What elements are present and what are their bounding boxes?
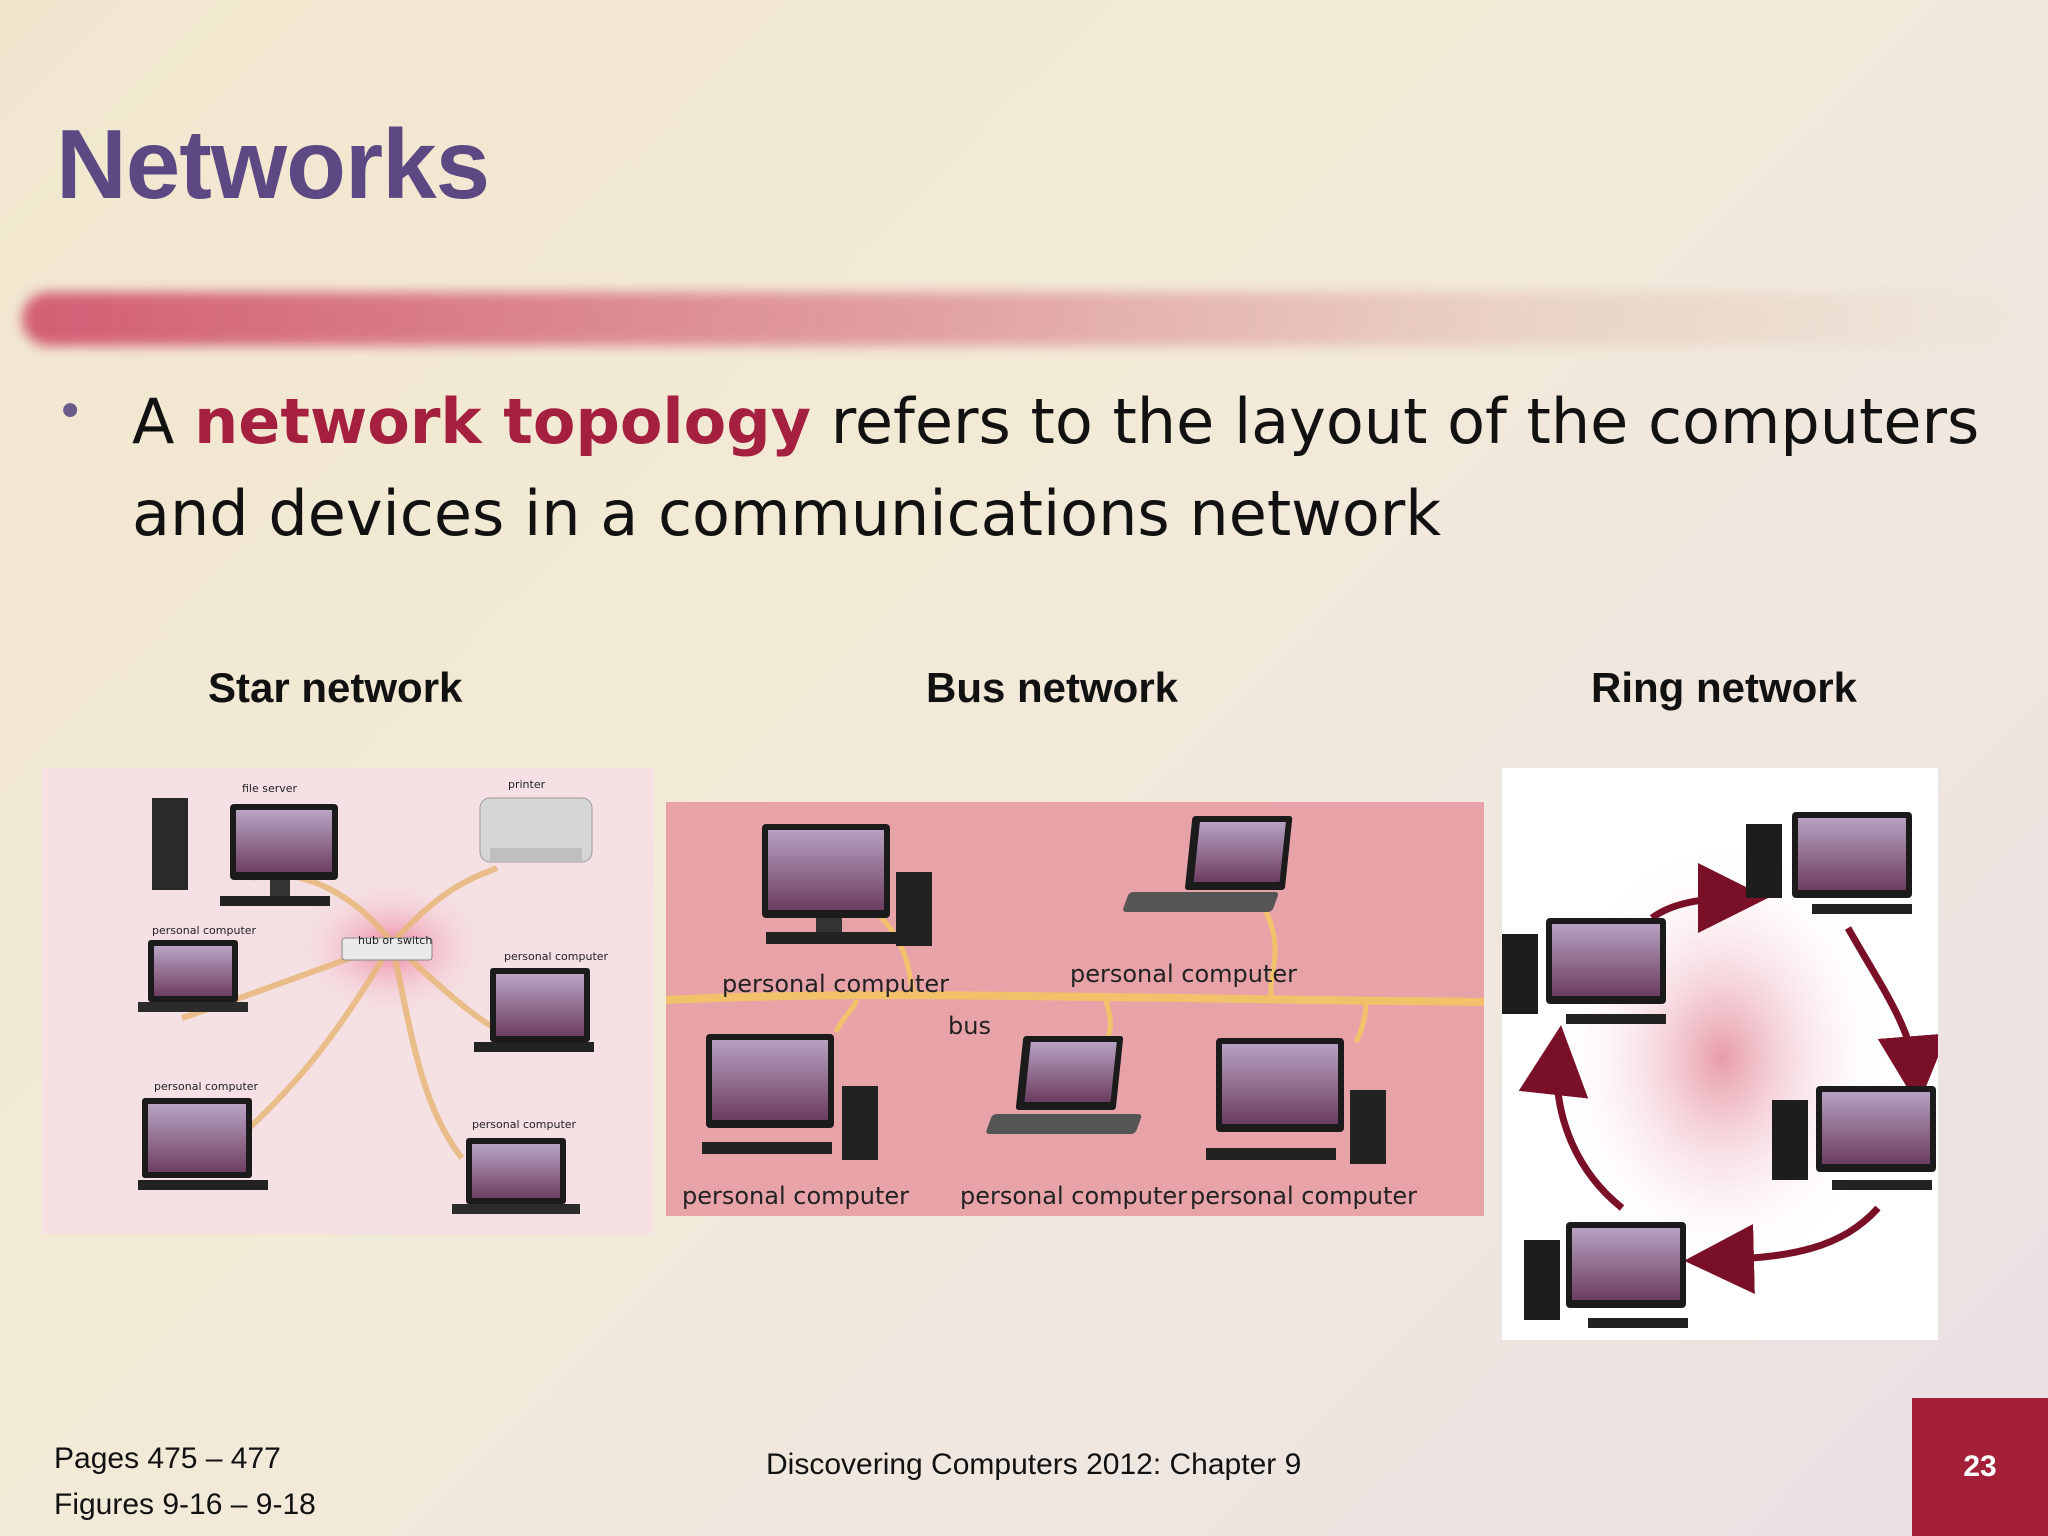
bullet-prefix: A xyxy=(132,385,195,458)
page-number-badge: 23 xyxy=(1912,1398,2048,1536)
star-network-label: Star network xyxy=(208,664,463,711)
caption-bus-pc-2: personal computer xyxy=(1070,960,1297,988)
ring-network-figure xyxy=(1502,768,1938,1340)
footer-references: Pages 475 – 477 Figures 9-16 – 9-18 xyxy=(54,1436,316,1528)
footer-figures: Figures 9-16 – 9-18 xyxy=(54,1488,316,1521)
bus-network-diagram: personal computer personal computer bus … xyxy=(666,802,1484,1216)
bullet-dot-icon: • xyxy=(56,384,85,440)
ring-network-label: Ring network xyxy=(1591,664,1858,711)
bullet-text: A network topology refers to the layout … xyxy=(132,376,2032,560)
bus-network-figure: personal computer personal computer bus … xyxy=(666,802,1484,1216)
footer-pages: Pages 475 – 477 xyxy=(54,1442,281,1475)
bullet-keyword: network topology xyxy=(194,385,812,458)
caption-bus-pc-5: personal computer xyxy=(1190,1182,1417,1210)
slide-title: Networks xyxy=(56,109,490,219)
bus-network-label: Bus network xyxy=(926,664,1179,711)
caption-pc-4: personal computer xyxy=(472,1118,577,1131)
ring-network-diagram xyxy=(1502,768,1938,1340)
star-network-diagram: file server printer hub or switch person… xyxy=(42,768,654,1234)
caption-pc-2: personal computer xyxy=(504,950,609,963)
caption-file-server: file server xyxy=(242,782,298,795)
title-underline-swash xyxy=(22,292,2012,346)
caption-pc-1: personal computer xyxy=(152,924,257,937)
caption-printer: printer xyxy=(508,778,546,791)
caption-pc-3: personal computer xyxy=(154,1080,259,1093)
caption-bus-pc-4: personal computer xyxy=(960,1182,1187,1210)
caption-bus: bus xyxy=(948,1012,991,1040)
caption-bus-pc-3: personal computer xyxy=(682,1182,909,1210)
caption-bus-pc-1: personal computer xyxy=(722,970,949,998)
star-network-figure: file server printer hub or switch person… xyxy=(42,768,654,1234)
footer-chapter: Discovering Computers 2012: Chapter 9 xyxy=(766,1448,1302,1481)
bullet-suffix: refers to the layout of the computers an… xyxy=(132,385,1980,550)
caption-hub: hub or switch xyxy=(358,934,432,947)
